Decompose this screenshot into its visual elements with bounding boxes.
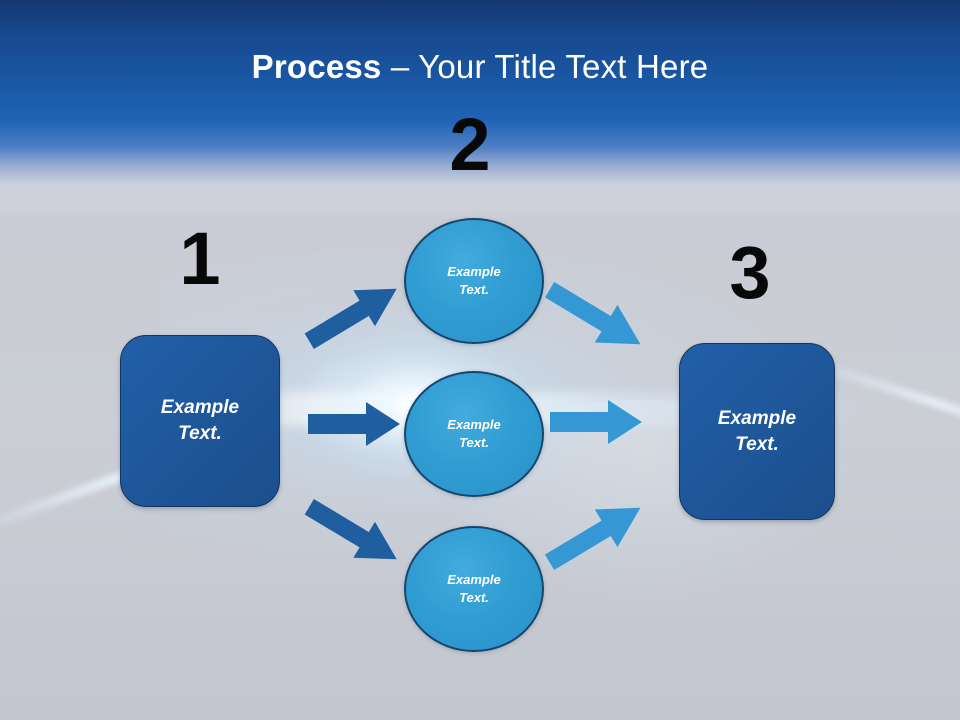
- process-circle-bottom-line1: Example: [447, 572, 501, 587]
- process-box-left[interactable]: Example Text.: [120, 335, 280, 507]
- arrow-middle-to-right-icon: [548, 398, 644, 446]
- arrow-left-to-middle-icon: [306, 400, 402, 448]
- page-title: Process – Your Title Text Here: [0, 48, 960, 86]
- arrow-bottom-to-right-icon: [540, 498, 650, 572]
- process-box-right-line1: Example: [717, 407, 797, 429]
- process-circle-bottom-label: Example Text.: [447, 571, 500, 607]
- process-circle-top-line2: Text.: [459, 282, 489, 297]
- process-circle-middle-line2: Text.: [459, 435, 489, 450]
- arrow-left-to-bottom-icon: [300, 498, 406, 568]
- process-box-right-label: Example Text.: [718, 406, 796, 458]
- process-box-left-line2: Text.: [178, 423, 222, 444]
- step-number-2: 2: [449, 103, 491, 186]
- process-circle-middle-line1: Example: [447, 417, 501, 432]
- process-box-left-label: Example Text.: [161, 395, 239, 447]
- process-circle-middle[interactable]: Example Text.: [404, 371, 544, 497]
- process-box-left-line1: Example: [160, 397, 240, 418]
- process-box-right-line2: Text.: [735, 433, 779, 455]
- process-circle-bottom-line2: Text.: [459, 590, 489, 605]
- process-circle-top-label: Example Text.: [447, 263, 500, 299]
- page-title-bold: Process: [251, 48, 382, 85]
- page-title-rest: – Your Title Text Here: [381, 48, 709, 85]
- arrow-top-to-right-icon: [540, 280, 650, 354]
- process-circle-middle-label: Example Text.: [447, 416, 500, 452]
- process-circle-top[interactable]: Example Text.: [404, 218, 544, 344]
- process-circle-bottom[interactable]: Example Text.: [404, 526, 544, 652]
- arrow-left-to-top-icon: [300, 280, 406, 350]
- step-number-3: 3: [729, 231, 771, 314]
- step-number-1: 1: [179, 217, 221, 300]
- process-box-right[interactable]: Example Text.: [679, 343, 835, 520]
- process-circle-top-line1: Example: [447, 264, 501, 279]
